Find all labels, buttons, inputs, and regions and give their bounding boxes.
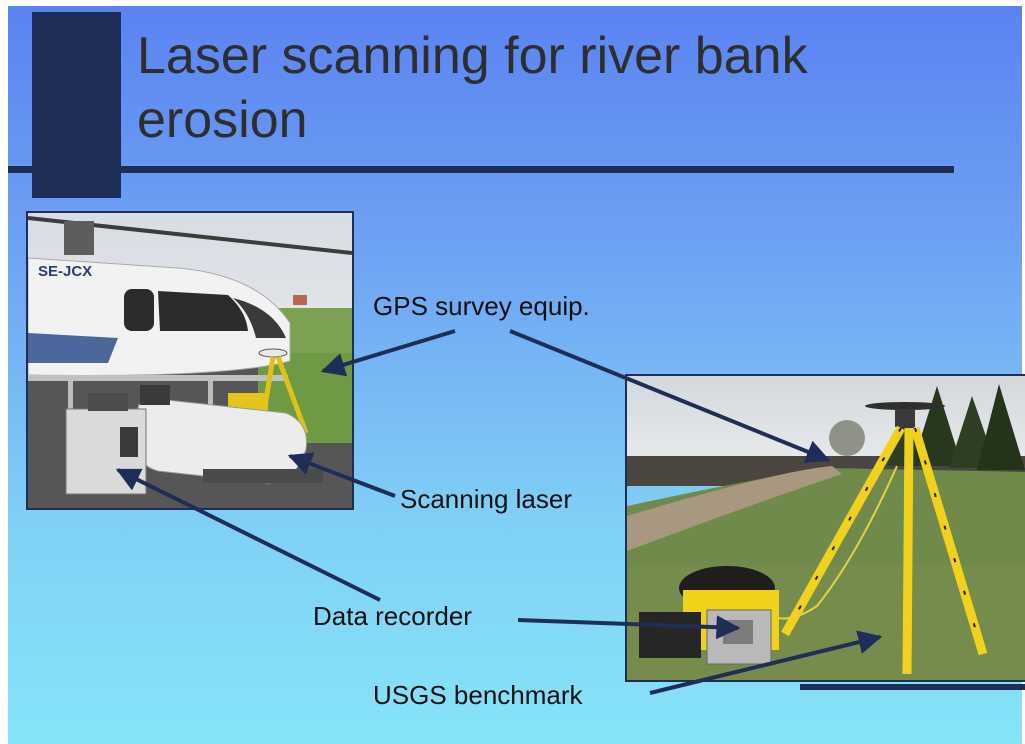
slide-border-right <box>1022 0 1025 744</box>
field-tripod-photo <box>625 374 1025 682</box>
slide-title: Laser scanning for river bank erosion <box>137 27 808 149</box>
data-recorder-label: Data recorder <box>313 601 472 631</box>
field-tripod-illustration <box>627 376 1025 680</box>
slide-border-left <box>0 0 8 744</box>
gps-survey-label: GPS survey equip. <box>373 291 590 321</box>
usgs-benchmark-label: USGS benchmark <box>373 680 583 710</box>
helicopter-photo: SE-JCX <box>26 211 354 510</box>
bottom-rule <box>800 684 1025 690</box>
title-underline-rule <box>8 166 954 173</box>
helicopter-photo-illustration: SE-JCX <box>28 213 352 508</box>
scanning-laser-label: Scanning laser <box>400 484 572 514</box>
slide-border-top <box>0 0 1025 6</box>
helicopter-registration: SE-JCX <box>38 263 92 280</box>
